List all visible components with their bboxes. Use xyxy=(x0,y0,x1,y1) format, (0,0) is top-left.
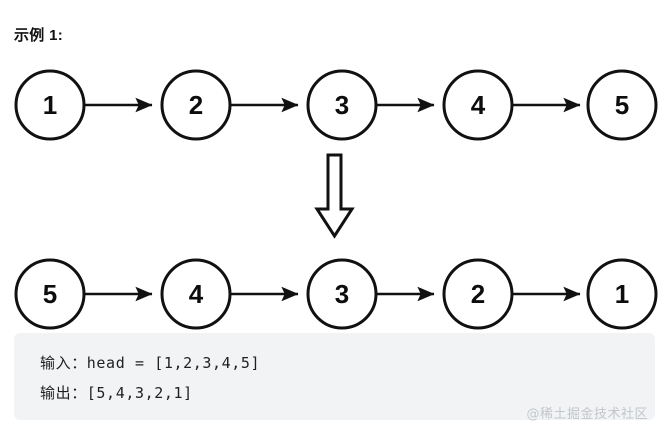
node-top-3: 4 xyxy=(442,69,514,141)
node-label: 2 xyxy=(189,90,203,120)
node-top-4: 5 xyxy=(586,69,658,141)
node-top-0: 1 xyxy=(14,69,86,141)
node-bottom-3: 2 xyxy=(442,258,514,330)
output-line: 输出：[5,4,3,2,1] xyxy=(40,384,193,402)
node-label: 2 xyxy=(471,279,485,309)
node-bottom-2: 3 xyxy=(306,258,378,330)
io-example-box: 输入：head = [1,2,3,4,5] 输出：[5,4,3,2,1] xyxy=(14,333,655,420)
down-block-arrow-icon xyxy=(314,153,355,239)
node-top-1: 2 xyxy=(160,69,232,141)
node-label: 4 xyxy=(189,279,204,309)
input-linked-list: 1 2 3 4 5 xyxy=(14,69,658,141)
node-label: 5 xyxy=(615,90,629,120)
node-label: 4 xyxy=(471,90,486,120)
watermark: @稀土掘金技术社区 xyxy=(526,407,648,422)
node-label: 3 xyxy=(335,90,349,120)
node-top-2: 3 xyxy=(306,69,378,141)
node-label: 1 xyxy=(43,90,57,120)
node-label: 3 xyxy=(335,279,349,309)
node-label: 1 xyxy=(615,279,629,309)
node-bottom-1: 4 xyxy=(160,258,232,330)
input-line: 输入：head = [1,2,3,4,5] xyxy=(40,354,261,372)
node-label: 5 xyxy=(43,279,57,309)
output-linked-list: 5 4 3 2 1 xyxy=(14,258,658,330)
node-bottom-0: 5 xyxy=(14,258,86,330)
node-bottom-4: 1 xyxy=(586,258,658,330)
page-title: 示例 1: xyxy=(14,27,64,44)
